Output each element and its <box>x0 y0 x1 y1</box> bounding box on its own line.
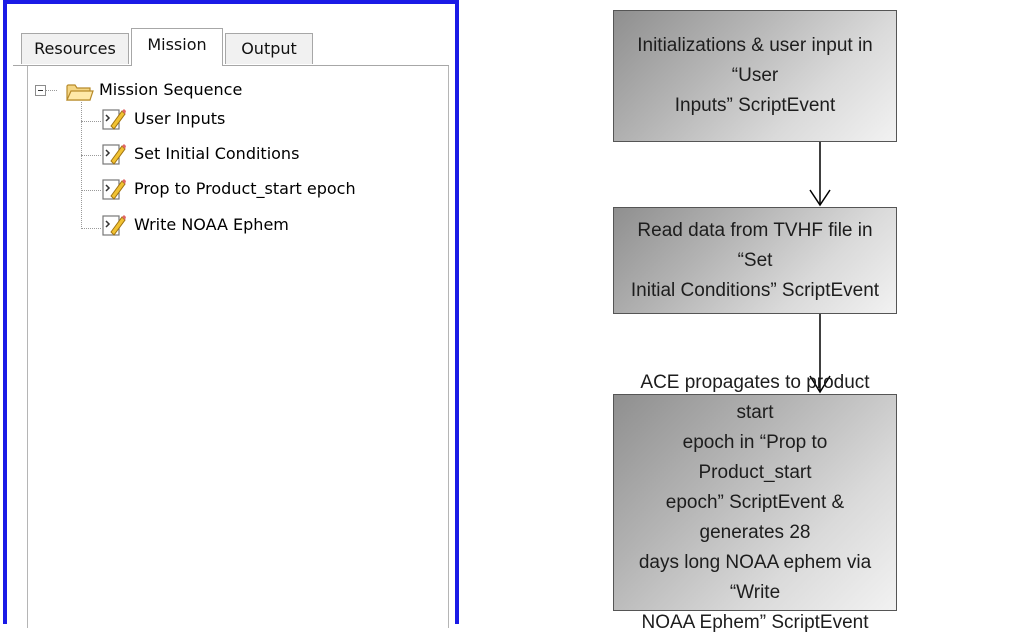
script-event-icon <box>102 109 126 130</box>
tab-divider <box>13 65 449 66</box>
tree-connector <box>81 121 101 122</box>
flow-arrow-2 <box>809 314 831 394</box>
tree-node-mission-sequence[interactable]: Mission Sequence <box>56 80 316 104</box>
tab-output[interactable]: Output <box>225 33 313 64</box>
tree-node-user-inputs[interactable]: User Inputs <box>101 108 301 132</box>
tab-resources[interactable]: Resources <box>21 33 129 64</box>
script-event-icon <box>102 179 126 200</box>
flow-arrow-1 <box>809 142 831 207</box>
tree-node-set-initial-conditions[interactable]: Set Initial Conditions <box>101 143 351 167</box>
tree-node-label: Prop to Product_start epoch <box>134 179 356 198</box>
folder-icon <box>66 84 94 101</box>
script-event-icon <box>102 144 126 165</box>
tree-node-write-noaa-ephem[interactable]: Write NOAA Ephem <box>101 214 351 238</box>
flow-step-3: ACE propagates to product start epoch in… <box>613 372 897 633</box>
tree-node-label: Set Initial Conditions <box>134 144 300 163</box>
tree-node-prop-to-product-start-epoch[interactable]: Prop to Product_start epoch <box>101 178 431 202</box>
tab-strip: Resources Mission Output <box>7 4 455 66</box>
tree-connector <box>81 102 82 229</box>
mission-tree: Mission Sequence User Inputs Set Initial… <box>27 66 449 628</box>
flow-step-2: Read data from TVHF file in “Set Initial… <box>613 207 897 314</box>
tree-connector <box>81 228 101 229</box>
collapse-toggle-icon[interactable] <box>35 85 46 96</box>
tree-node-label: Mission Sequence <box>99 80 243 99</box>
tree-connector <box>81 155 101 156</box>
flow-step-text: Initializations & user input in “User In… <box>637 35 873 116</box>
tree-connector <box>45 90 57 91</box>
tree-connector <box>81 190 101 191</box>
flow-step-1: Initializations & user input in “User In… <box>613 10 897 142</box>
flow-step-text: ACE propagates to product start epoch in… <box>638 371 872 633</box>
tab-mission[interactable]: Mission <box>131 28 223 66</box>
script-event-icon <box>102 215 126 236</box>
mission-tree-panel: Resources Mission Output Mission Sequenc… <box>3 0 459 628</box>
tree-node-label: Write NOAA Ephem <box>134 215 289 234</box>
flow-step-text: Read data from TVHF file in “Set Initial… <box>630 219 880 301</box>
tree-node-label: User Inputs <box>134 109 226 128</box>
